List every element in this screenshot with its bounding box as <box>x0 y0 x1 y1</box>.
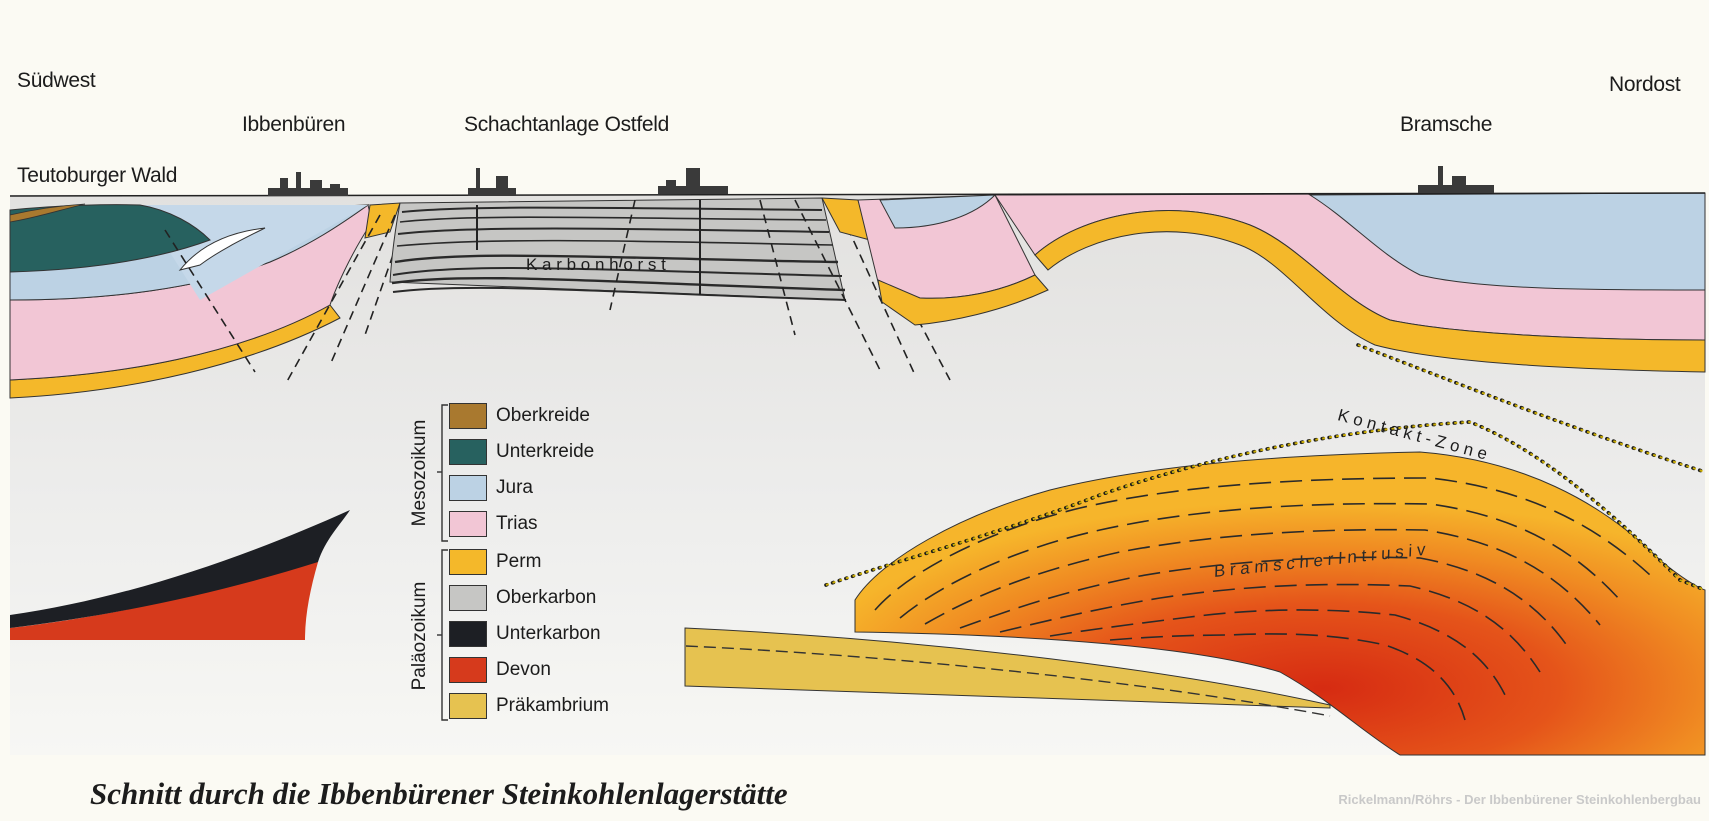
left-white-lens <box>178 227 266 271</box>
legend-item-unterkarbon: Unterkarbon <box>449 620 601 648</box>
kontakt-zone-outer-yellow <box>1357 344 1706 473</box>
label-karbonhorst: K a r b o n h o r s t <box>526 255 666 274</box>
legend-swatch <box>449 403 487 429</box>
graben-jura <box>879 194 997 229</box>
left-oberkreide-sliver <box>9 203 86 223</box>
bramscher-intrusiv-body <box>854 451 1706 756</box>
legend-swatch <box>449 511 487 537</box>
legend-item-trias: Trias <box>449 510 538 538</box>
legend-swatch <box>449 693 487 719</box>
praekambrium-slab <box>684 627 1331 709</box>
right-perm-layer <box>1034 210 1706 373</box>
legend-label: Präkambrium <box>496 695 609 716</box>
kontakt-zone-inner-yellow <box>825 420 1706 591</box>
legend-label: Perm <box>496 551 542 572</box>
legend-era-palaeozoikum: Paläozoikum <box>409 581 430 691</box>
legend-label: Devon <box>496 659 551 680</box>
left-perm-sliver <box>364 202 401 239</box>
mine-shaft-icon-right <box>658 168 728 194</box>
legend-swatch <box>449 657 487 683</box>
legend-item-oberkarbon: Oberkarbon <box>449 584 596 612</box>
figure-caption: Schnitt durch die Ibbenbürener Steinkohl… <box>90 776 788 811</box>
legend-swatch <box>449 549 487 575</box>
ibbenbueren-town-icon <box>268 172 348 196</box>
karbonhorst-block <box>389 197 846 301</box>
legend-swatch <box>449 439 487 465</box>
bramsche-town-icon <box>1418 166 1494 193</box>
legend-item-unterkreide: Unterkreide <box>449 438 594 466</box>
intrusiv-contour-lines <box>874 477 1651 721</box>
graben-perm <box>877 274 1049 326</box>
legend-label: Oberkarbon <box>496 587 597 608</box>
label-bramsche: Bramsche <box>1400 113 1493 136</box>
karbonhorst-seams <box>391 206 847 301</box>
credit-watermark: Rickelmann/Röhrs - Der Ibbenbürener Stei… <box>1338 792 1701 807</box>
legend-item-praekambrium: Präkambrium <box>449 692 609 720</box>
left-devon-wedge <box>10 556 318 640</box>
legend-item-perm: Perm <box>449 548 541 576</box>
label-suedwest: Südwest <box>17 69 96 92</box>
legend-bracket-palaeozoikum <box>437 549 448 721</box>
legend-label: Trias <box>496 513 538 534</box>
legend-item-jura: Jura <box>449 474 533 502</box>
label-schachtanlage-ostfeld: Schachtanlage Ostfeld <box>464 113 670 136</box>
praekambrium-dash <box>685 645 1331 717</box>
legend-era-mesozoikum: Mesozoikum <box>409 419 430 527</box>
legend-item-devon: Devon <box>449 656 551 684</box>
label-ibbenbueren: Ibbenbüren <box>242 113 346 136</box>
legend-swatch <box>449 585 487 611</box>
legend-label: Unterkarbon <box>496 623 601 644</box>
legend-label: Oberkreide <box>496 405 590 426</box>
legend-item-oberkreide: Oberkreide <box>449 402 590 430</box>
legend-label: Jura <box>496 477 533 498</box>
legend-bracket-mesozoikum <box>437 404 448 542</box>
right-jura-layer <box>1308 192 1706 291</box>
legend-swatch <box>449 621 487 647</box>
left-unterkarbon-wedge <box>10 510 350 628</box>
mine-shaft-icon-left <box>468 168 516 196</box>
legend-swatch <box>449 475 487 501</box>
left-unterkreide-layer <box>9 204 211 273</box>
legend-label: Unterkreide <box>496 441 595 462</box>
label-nordost: Nordost <box>1609 73 1681 96</box>
label-teutoburger-wald: Teutoburger Wald <box>17 164 178 187</box>
